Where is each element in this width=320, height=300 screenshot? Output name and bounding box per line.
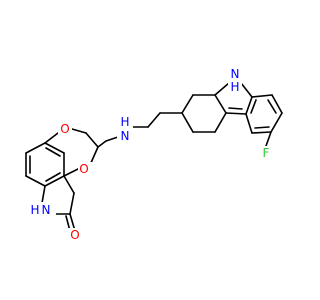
atom-label: O — [60, 122, 69, 136]
lactam-nitrogen: H N — [28, 202, 56, 218]
fluorine-atom: F — [260, 146, 272, 160]
bond — [214, 94, 227, 114]
bond — [45, 147, 61, 157]
atom-label-h: H — [30, 203, 39, 217]
bond — [105, 136, 119, 142]
oxygen-atom-dioxane-top: O — [58, 122, 72, 136]
bond — [25, 175, 46, 187]
bond — [251, 94, 273, 98]
bond — [44, 142, 65, 154]
bond — [270, 112, 283, 133]
carbazole-nitrogen: N H — [228, 67, 242, 94]
bond — [251, 131, 272, 134]
bond — [228, 107, 243, 110]
bond — [63, 168, 79, 177]
bond — [181, 94, 194, 114]
bond — [63, 175, 75, 194]
bond — [271, 94, 283, 114]
atom-label-n: N — [42, 203, 51, 217]
bond — [41, 185, 46, 204]
bond — [71, 128, 87, 134]
amine-nitrogen: H N — [117, 115, 133, 143]
atom-label-n: N — [121, 129, 130, 143]
bond — [97, 140, 107, 148]
bond — [267, 99, 277, 114]
bond — [254, 126, 270, 129]
bond — [181, 112, 194, 133]
atom-label-n: N — [231, 67, 240, 81]
bond — [25, 142, 46, 154]
bond — [44, 132, 59, 144]
structure-drawing: O O H N H N O N H F — [25, 67, 283, 242]
bond — [225, 112, 247, 115]
bond — [265, 131, 272, 147]
oxygen-atom-dioxane-bottom: O — [78, 162, 92, 176]
bond — [245, 113, 253, 134]
atom-label: O — [70, 228, 79, 242]
bond — [245, 96, 253, 115]
bond — [250, 99, 257, 114]
bond — [214, 82, 230, 96]
atom-label-h: H — [120, 115, 129, 129]
bond — [214, 112, 227, 133]
atom-label: O — [79, 162, 88, 176]
bond — [69, 192, 75, 215]
bond — [240, 82, 253, 98]
bond — [85, 132, 99, 148]
bond — [44, 175, 65, 187]
atom-layer: O O H N H N O N H F — [28, 67, 272, 242]
atom-label: F — [263, 146, 270, 160]
bond-layer — [25, 82, 283, 232]
bond — [147, 112, 161, 128]
bond — [45, 172, 61, 182]
carbonyl-oxygen: O — [68, 228, 82, 242]
atom-label-h: H — [230, 80, 239, 94]
molecule-canvas: O O H N H N O N H F — [25, 67, 283, 242]
